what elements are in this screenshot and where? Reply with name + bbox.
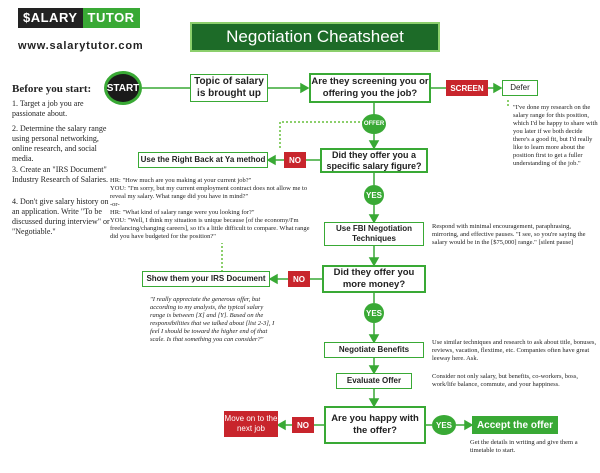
logo-salary: $ALARY	[18, 8, 83, 28]
no-label-3: NO	[292, 417, 314, 433]
irs-note: "I really appreciate the generous offer,…	[150, 296, 275, 343]
yes-node-1: YES	[364, 185, 384, 205]
benefits-box: Negotiate Benefits	[324, 342, 424, 358]
benefits-note: Use similar techniques and research to a…	[432, 339, 597, 362]
evaluate-box: Evaluate Offer	[336, 373, 412, 389]
fbi-note: Respond with minimal encouragement, para…	[432, 223, 586, 246]
hr-dialog-note: HR: "How much are you making at your cur…	[110, 177, 310, 240]
sidebar-item-4: 4. Don't give salary history on an appli…	[12, 197, 110, 236]
brand-logo: $ALARY TUTOR	[18, 8, 168, 28]
accept-note: Get the details in writing and give them…	[470, 439, 578, 454]
brand-url[interactable]: www.salarytutor.com	[18, 40, 144, 52]
page-title: Negotiation Cheatsheet	[190, 22, 440, 52]
yes-node-3: YES	[432, 415, 456, 435]
defer-note: "I've done my research on the salary ran…	[513, 104, 598, 167]
defer-box: Defer	[502, 80, 538, 96]
fbi-box: Use FBI Negotiation Techniques	[324, 222, 424, 246]
more-money-question: Did they offer you more money?	[322, 265, 426, 293]
move-on-box: Move on to the next job	[224, 411, 278, 437]
screen-label: SCREEN	[446, 80, 488, 96]
happy-question: Are you happy with the offer?	[324, 406, 426, 444]
right-back-box: Use the Right Back at Ya method	[138, 152, 268, 168]
sidebar-item-2: 2. Determine the salary range using pers…	[12, 124, 107, 163]
yes-node-2: YES	[364, 303, 384, 323]
topic-box: Topic of salary is brought up	[190, 74, 268, 102]
sidebar-item-1: 1. Target a job you are passionate about…	[12, 99, 84, 118]
sidebar-heading: Before you start:	[12, 83, 92, 95]
sidebar-item-3: 3. Create an "IRS Document" Industry Res…	[12, 165, 108, 184]
screening-question: Are they screening you or offering you t…	[309, 73, 431, 103]
start-node: START	[104, 71, 142, 105]
specific-salary-question: Did they offer you a specific salary fig…	[320, 148, 428, 173]
no-label-2: NO	[288, 271, 310, 287]
irs-box: Show them your IRS Document	[142, 271, 270, 287]
offer-node: OFFER	[362, 114, 386, 134]
no-label-1: NO	[284, 152, 306, 168]
logo-tutor: TUTOR	[82, 8, 140, 28]
accept-offer-box: Accept the offer	[472, 416, 558, 434]
evaluate-note: Consider not only salary, but benefits, …	[432, 373, 578, 388]
